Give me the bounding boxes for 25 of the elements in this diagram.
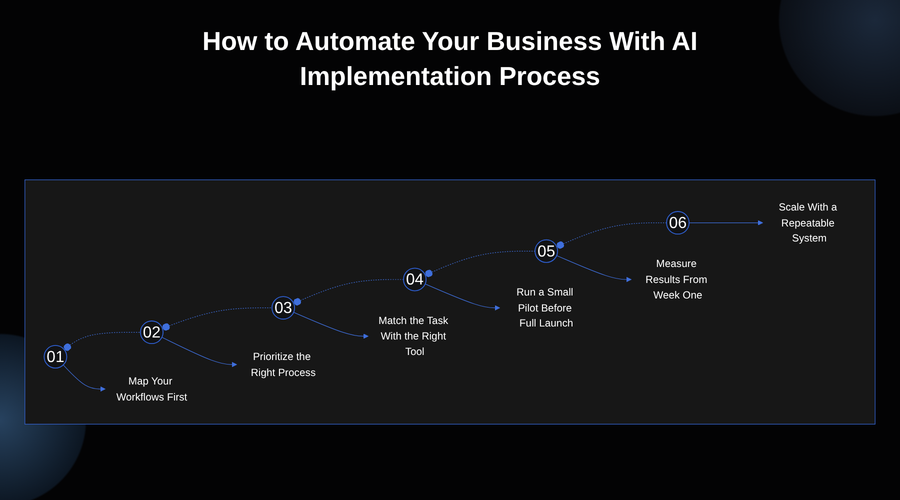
node-circle: 03 xyxy=(272,296,296,320)
node-text: Prioritize the Right Process xyxy=(250,350,316,378)
connector xyxy=(64,332,141,351)
arrow xyxy=(293,312,369,339)
node-text: Run a Small Pilot Before Full Launch xyxy=(516,286,574,330)
connector xyxy=(556,222,667,249)
cluster xyxy=(24,180,876,424)
arrow xyxy=(62,364,106,392)
connector xyxy=(162,308,272,331)
node-text: Map Your Workflows First xyxy=(116,375,188,402)
node-circle: 04 xyxy=(403,268,427,292)
arrow xyxy=(162,336,238,368)
node-circle: 05 xyxy=(534,239,558,263)
connector xyxy=(293,279,404,306)
node-circle: 06 xyxy=(666,211,690,235)
arrow xyxy=(556,255,632,282)
node-text: Scale With a Repeatable System xyxy=(778,201,838,244)
node-circle: 01 xyxy=(44,345,68,369)
title: How to Automate Your Business With AI Implementation Process xyxy=(201,25,699,94)
arrow xyxy=(424,284,500,311)
node-circle: 02 xyxy=(140,320,164,344)
arrow xyxy=(688,220,764,226)
node-text: Measure Results From Week One xyxy=(645,258,708,301)
connector xyxy=(424,250,536,278)
node-text: Match the Task With the Right Tool xyxy=(378,314,448,358)
